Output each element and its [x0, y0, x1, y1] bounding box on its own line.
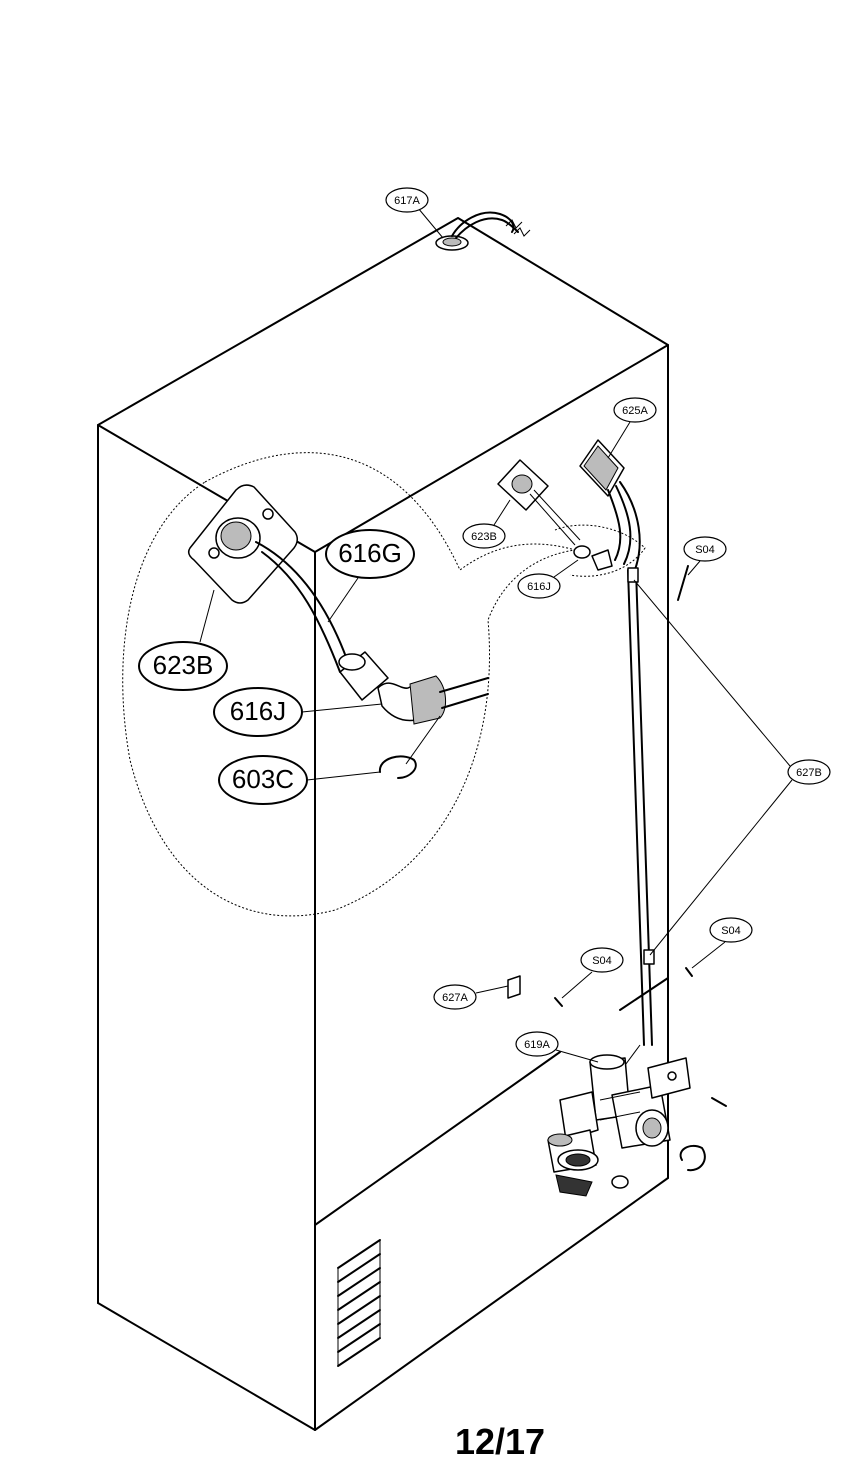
clip-603c-small	[679, 1144, 706, 1172]
callout-623b-large: 623B	[138, 641, 228, 691]
top-grommet-617a	[435, 211, 531, 251]
svg-text:623B: 623B	[471, 531, 497, 543]
svg-text:616J: 616J	[527, 581, 551, 593]
svg-text:625A: 625A	[622, 405, 648, 417]
callout-616j-large: 616J	[213, 687, 303, 737]
callout-616j-small: 616J	[517, 573, 561, 599]
connector-625a	[579, 439, 641, 573]
svg-text:603C: 603C	[232, 764, 294, 794]
detail-magnifier	[122, 452, 576, 917]
callout-s04-top: S04	[683, 536, 727, 562]
bracket-623b-small	[497, 459, 581, 546]
callout-623b-small: 623B	[462, 523, 506, 549]
callout-s04-mid: S04	[580, 947, 624, 973]
refrigerator-cabinet	[97, 217, 669, 1431]
callout-627b: 627B	[787, 759, 831, 785]
callout-616g: 616G	[325, 529, 415, 579]
callout-s04-right: S04	[709, 917, 753, 943]
svg-text:627B: 627B	[796, 767, 822, 779]
water-tube	[619, 567, 655, 1073]
callout-619a: 619A	[515, 1031, 559, 1057]
callout-603c: 603C	[218, 755, 308, 805]
svg-text:623B: 623B	[153, 650, 214, 680]
water-valve-619a	[547, 1054, 691, 1197]
page-number: 12/17	[455, 1421, 545, 1462]
svg-text:617A: 617A	[394, 195, 420, 207]
fitting-616j-large	[338, 651, 489, 725]
vent-grille	[337, 1239, 381, 1367]
fitting-616j-small	[554, 524, 646, 577]
screw-top	[677, 565, 689, 601]
svg-text:627A: 627A	[442, 992, 468, 1004]
svg-text:S04: S04	[721, 925, 741, 937]
screw-valve	[711, 1097, 727, 1107]
svg-text:S04: S04	[592, 955, 612, 967]
screw-right	[685, 967, 693, 977]
screw-mid	[554, 997, 563, 1007]
bracket-623b-large	[187, 484, 298, 604]
callout-627a: 627A	[433, 984, 477, 1010]
clamp-627a	[507, 975, 521, 999]
svg-text:616G: 616G	[338, 538, 402, 568]
svg-text:619A: 619A	[524, 1039, 550, 1051]
callout-625a: 625A	[613, 397, 657, 423]
svg-text:S04: S04	[695, 544, 715, 556]
clip-603c-large	[378, 755, 417, 779]
svg-text:616J: 616J	[230, 696, 286, 726]
callout-617a: 617A	[385, 187, 429, 213]
